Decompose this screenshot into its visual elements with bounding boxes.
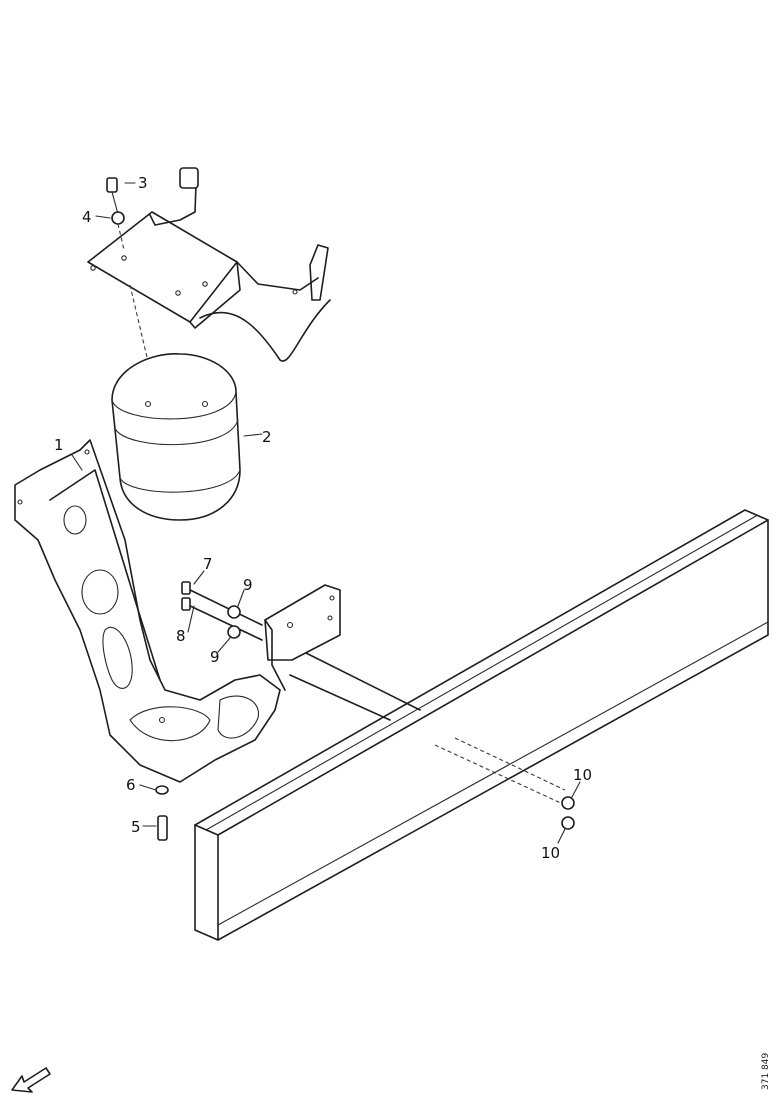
callout-labels: 1 2 3 4 5 6 7 8 9 9 10 10: [54, 174, 592, 862]
bolt-and-washer-upper: [106, 177, 125, 251]
callout-8: 8: [176, 627, 186, 645]
upper-mounting-bracket: [87, 167, 331, 371]
callout-10-lower: 10: [541, 844, 560, 862]
callout-1: 1: [54, 436, 64, 454]
callout-9-lower: 9: [210, 648, 220, 666]
stud-and-nut-lower: [155, 785, 169, 841]
callout-2: 2: [262, 428, 272, 446]
callout-9-upper: 9: [243, 576, 253, 594]
bolts-and-nuts-side: [181, 581, 263, 641]
lower-spring-carrier: [14, 439, 281, 783]
side-bracket: [264, 584, 341, 691]
frame-rail: [194, 509, 769, 941]
direction-arrow-icon: [11, 1067, 51, 1093]
callout-4: 4: [82, 208, 92, 226]
callout-7: 7: [203, 555, 213, 573]
nuts-rail: [561, 796, 575, 830]
callout-10-upper: 10: [573, 766, 592, 784]
air-spring: [111, 353, 241, 521]
callout-6: 6: [126, 776, 136, 794]
callout-3: 3: [138, 174, 148, 192]
cross-member: [289, 649, 566, 806]
figure-reference: 371 849: [761, 1053, 771, 1090]
callout-5: 5: [131, 818, 141, 836]
leader-lines: [71, 182, 581, 844]
